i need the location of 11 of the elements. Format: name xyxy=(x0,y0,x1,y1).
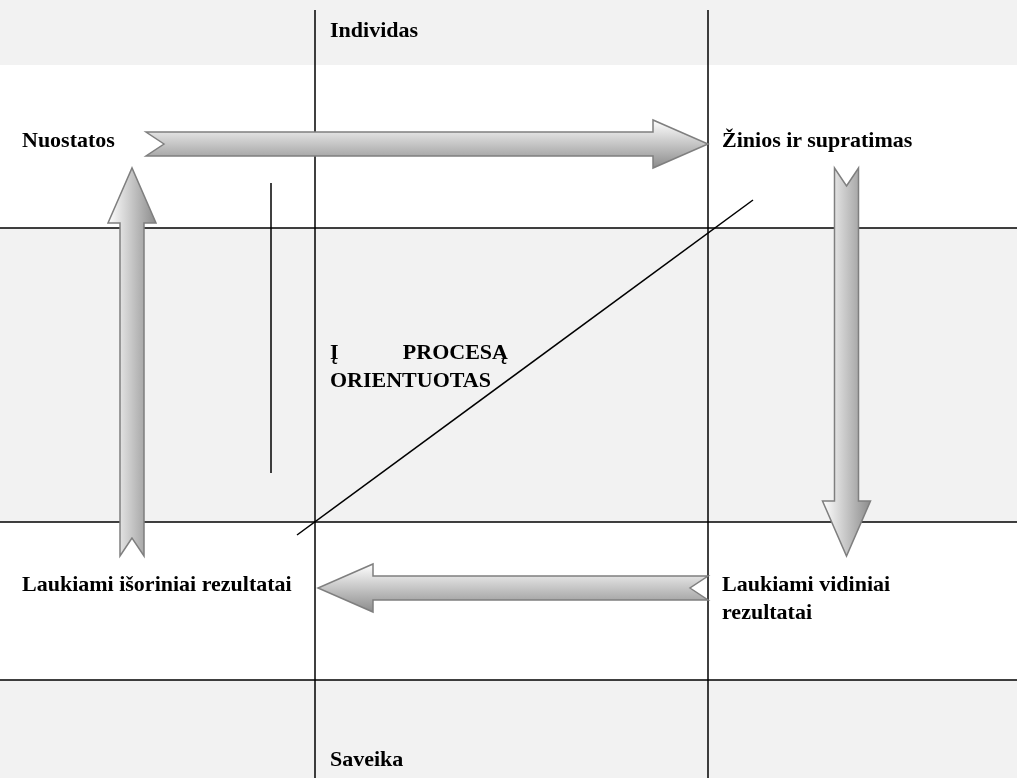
block-arrow xyxy=(316,562,711,614)
cell-text: Individas xyxy=(330,16,530,44)
cell-text: Nuostatos xyxy=(22,126,132,154)
block-arrow xyxy=(143,118,710,170)
cell-text: Žinios ir supratimas xyxy=(722,126,972,154)
cell-text: Laukiami išoriniai rezultatai xyxy=(22,570,304,598)
block-arrow xyxy=(821,165,872,558)
cell-text: Laukiami vidiniai rezultatai xyxy=(722,570,922,626)
cell-text: Į PROCESĄ ORIENTUOTAS xyxy=(330,338,508,394)
cell-text: Saveika xyxy=(330,745,530,773)
block-arrow xyxy=(106,166,158,559)
